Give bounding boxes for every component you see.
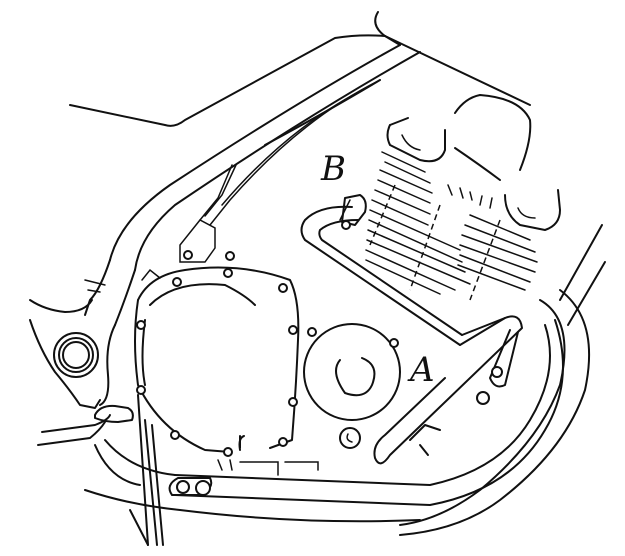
tube-mount-bolts [168, 477, 213, 496]
right-frame [399, 224, 606, 536]
pivot-bolt [53, 332, 99, 378]
side-stand [137, 394, 164, 546]
crash-bar[interactable] [174, 194, 564, 506]
cylinder-block [365, 94, 561, 301]
label-b: B [321, 149, 346, 189]
footpeg [37, 404, 134, 446]
lower-frame [84, 439, 421, 546]
alternator-cover [303, 323, 401, 449]
frame-outline [29, 11, 531, 409]
label-a: A [410, 350, 435, 390]
clutch-cover [134, 164, 319, 476]
cooling-fins [365, 151, 538, 295]
